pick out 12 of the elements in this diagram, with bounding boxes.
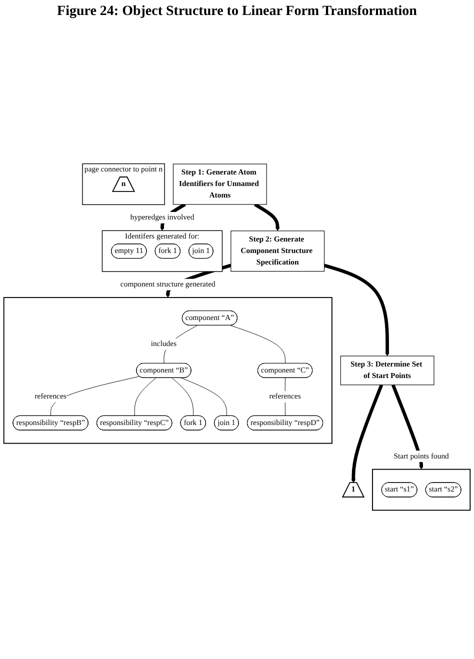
connector xyxy=(50,376,140,416)
connector xyxy=(181,378,227,416)
cluster xyxy=(372,468,471,511)
connector xyxy=(230,325,286,364)
connector xyxy=(172,378,194,416)
cluster xyxy=(3,297,332,444)
arrow xyxy=(324,264,390,356)
arrow xyxy=(351,384,384,483)
arrow xyxy=(391,384,424,470)
figure-title: Figure 24: Object Structure to Linear Form Transformation xyxy=(56,4,418,20)
connector xyxy=(134,378,156,416)
arrow xyxy=(254,202,280,232)
